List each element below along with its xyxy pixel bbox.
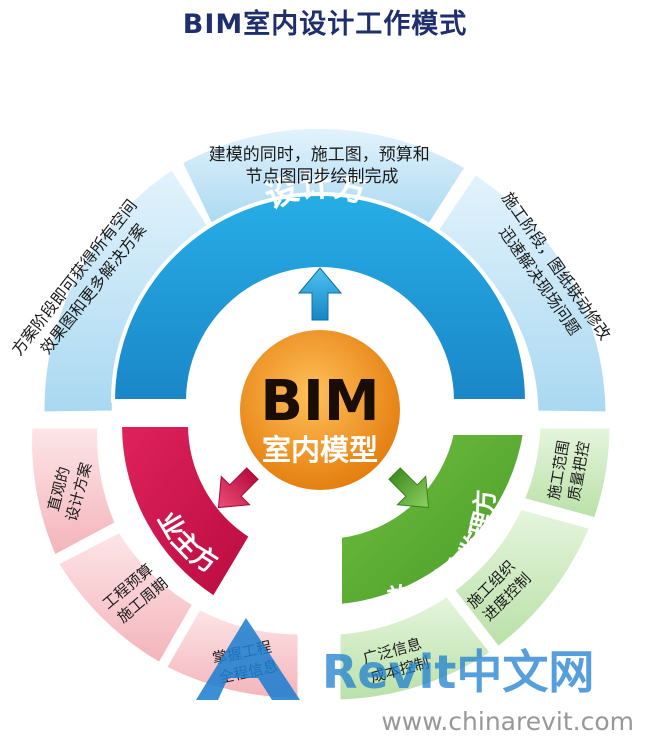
watermark-brand: Revit中文网 <box>322 645 594 699</box>
watermark: Revit中文网 www.chinarevit.com <box>196 618 634 736</box>
construction-band <box>338 431 528 609</box>
center-title: BIM <box>260 369 379 434</box>
arrow-to-construction <box>388 467 430 509</box>
outer-segment-construction-top <box>518 423 615 524</box>
center-circle <box>236 326 404 494</box>
party-ring <box>110 192 530 609</box>
watermark-logo-icon <box>196 618 300 700</box>
design-top-text: 建模的同时，施工图，预算和 节点图同步绘制完成 <box>209 145 435 187</box>
watermark-url: www.chinarevit.com <box>381 707 634 736</box>
outer-segment-construction-mid <box>448 504 596 653</box>
outer-segment-owner-top <box>27 423 121 561</box>
outer-segment-owner-mid <box>52 526 199 669</box>
outer-segment-construction-bottom <box>335 590 497 705</box>
designer-band <box>110 192 530 403</box>
diagram-title: BIM室内设计工作模式 <box>182 9 468 40</box>
owner-band <box>117 423 254 601</box>
center-subtitle: 室内模型 <box>262 433 378 467</box>
outer-ring <box>27 123 615 705</box>
arrow-to-owner <box>217 467 259 509</box>
arrow-up-to-designer <box>297 267 343 321</box>
